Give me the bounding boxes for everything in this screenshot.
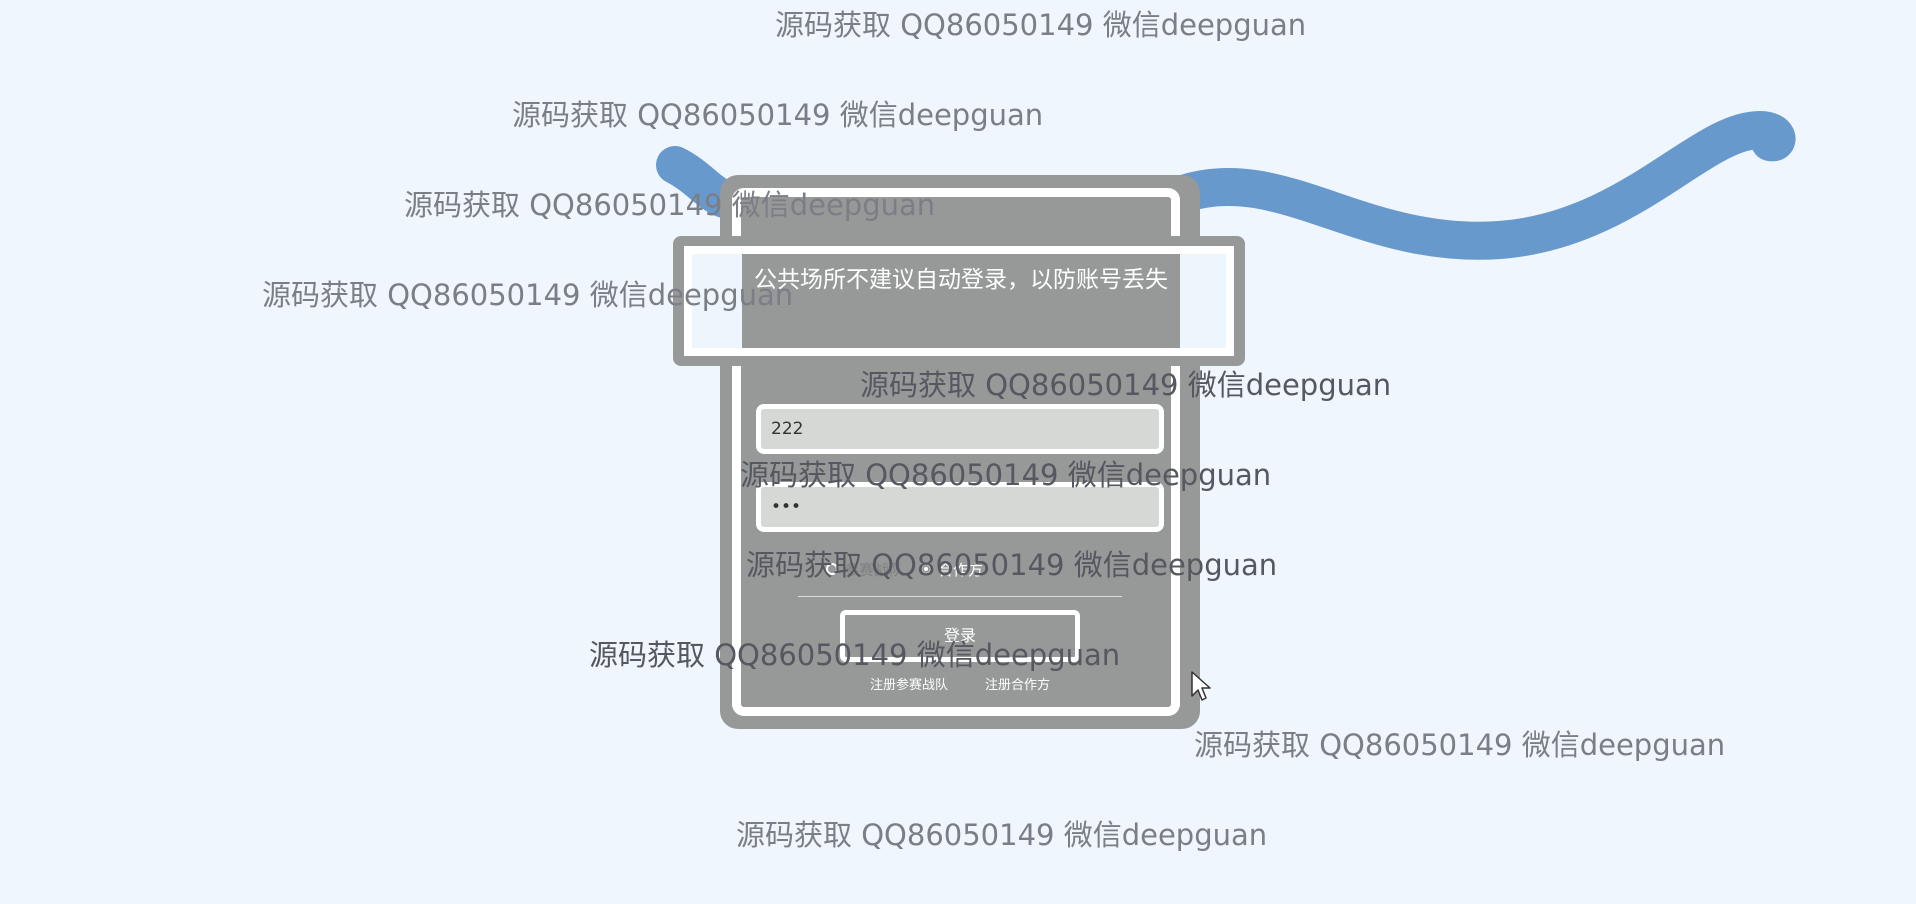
register-team-link[interactable]: 注册参赛战队 — [870, 678, 949, 693]
register-partner-link[interactable]: 注册合作方 — [984, 678, 1050, 693]
username-input[interactable] — [756, 404, 1164, 454]
register-links: 注册参赛战队 注册合作方 — [870, 674, 1050, 693]
login-button[interactable]: 登录 — [840, 610, 1080, 662]
role-radio-partner-label: 合作方 — [938, 560, 984, 579]
watermark-text: 源码获取 QQ86050149 微信deepguan — [512, 98, 1044, 132]
role-radio-group: 参赛战队 合作方 — [826, 556, 1096, 582]
form-divider — [798, 596, 1122, 597]
watermark-text: 源码获取 QQ86050149 微信deepguan — [1194, 728, 1726, 762]
role-radio-team-label: 参赛战队 — [844, 560, 905, 579]
role-radio-team[interactable]: 参赛战队 — [826, 559, 904, 580]
notice-text: 公共场所不建议自动登录，以防账号丢失 — [754, 267, 1168, 293]
radio-checked-icon — [920, 563, 933, 575]
watermark-text: 源码获取 QQ86050149 微信deepguan — [775, 8, 1307, 42]
login-card-border — [732, 188, 1180, 716]
watermark-text: 源码获取 QQ86050149 微信deepguan — [736, 818, 1268, 852]
password-input[interactable] — [756, 482, 1164, 532]
mouse-pointer-icon — [1191, 671, 1211, 701]
notice-banner-gap-right — [1180, 254, 1226, 348]
notice-banner-body — [692, 254, 1226, 348]
notice-banner-border — [684, 246, 1234, 356]
notice-banner-gap-left — [692, 254, 742, 348]
role-radio-partner[interactable]: 合作方 — [920, 559, 983, 580]
radio-unchecked-icon — [826, 563, 838, 575]
